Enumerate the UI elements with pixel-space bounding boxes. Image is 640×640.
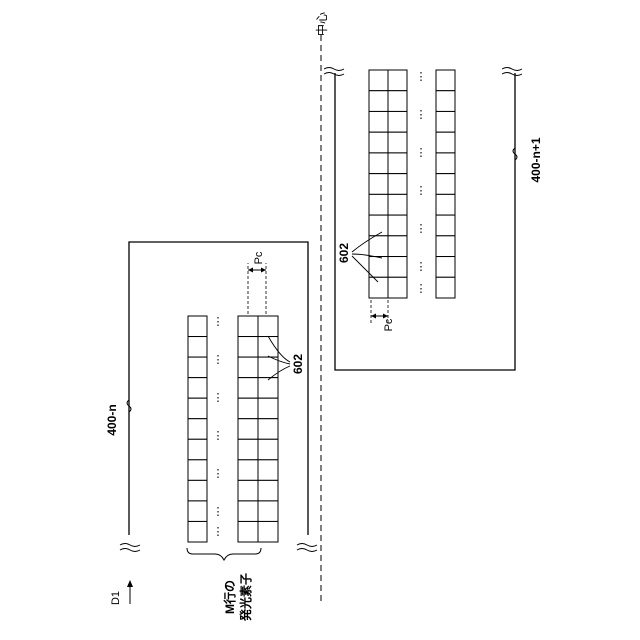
light-emitting-element (369, 132, 388, 153)
light-emitting-element (258, 378, 278, 399)
light-emitting-element (188, 357, 207, 378)
light-emitting-element (238, 398, 258, 419)
light-emitting-element (238, 357, 258, 378)
light-emitting-element (188, 398, 207, 419)
light-emitting-element (388, 257, 407, 278)
light-emitting-element (258, 439, 278, 460)
light-emitting-element (369, 194, 388, 215)
direction-arrow (127, 580, 133, 604)
svg-text:⋮: ⋮ (213, 354, 224, 366)
light-emitting-element (436, 132, 455, 153)
light-emitting-element (388, 194, 407, 215)
light-emitting-element (258, 501, 278, 522)
svg-text:⋮: ⋮ (416, 261, 427, 273)
light-emitting-element (258, 398, 278, 419)
light-emitting-element (369, 215, 388, 236)
light-emitting-element (369, 111, 388, 132)
light-emitting-element (388, 236, 407, 257)
light-emitting-element (436, 194, 455, 215)
svg-text:⋮: ⋮ (213, 526, 224, 538)
light-emitting-element (369, 257, 388, 278)
light-emitting-element (238, 480, 258, 501)
reference-602-left-label: 602 (291, 354, 305, 374)
light-emitting-element (436, 277, 455, 298)
light-emitting-element (369, 174, 388, 195)
light-emitting-element (369, 153, 388, 174)
svg-text:⋮: ⋮ (213, 430, 224, 442)
light-emitting-element (258, 460, 278, 481)
svg-text:⋮: ⋮ (213, 468, 224, 480)
element-column-right-single (436, 70, 455, 298)
light-emitting-element (388, 70, 407, 91)
svg-text:⋮: ⋮ (416, 147, 427, 159)
light-emitting-element (388, 111, 407, 132)
light-emitting-element (238, 439, 258, 460)
light-emitting-element (188, 419, 207, 440)
svg-text:⋮: ⋮ (416, 185, 427, 197)
reference-602-right-label: 602 (337, 243, 351, 263)
light-emitting-element (188, 521, 207, 542)
light-emitting-element (238, 501, 258, 522)
light-emitting-element (258, 316, 278, 337)
pitch-left-label: Pc (253, 251, 265, 264)
element-column-left-single (188, 316, 207, 542)
rows-label-line2: 発光素子 (238, 573, 253, 622)
svg-text:⋮: ⋮ (213, 392, 224, 404)
svg-text:⋮: ⋮ (416, 71, 427, 83)
direction-label: D1 (110, 591, 122, 605)
ellipsis-left: ⋮ ⋮ ⋮ ⋮ ⋮ ⋮ ⋮ (213, 316, 224, 538)
light-emitting-element (238, 419, 258, 440)
light-emitting-element (388, 132, 407, 153)
light-emitting-element (436, 111, 455, 132)
light-emitting-element (188, 439, 207, 460)
element-columns-left-double (238, 316, 278, 542)
light-emitting-element (188, 378, 207, 399)
light-emitting-element (388, 91, 407, 112)
rows-brace (187, 548, 261, 560)
light-emitting-element (188, 316, 207, 337)
light-emitting-element (388, 153, 407, 174)
light-emitting-element (388, 215, 407, 236)
svg-text:⋮: ⋮ (416, 109, 427, 121)
svg-text:⋮: ⋮ (213, 316, 224, 328)
light-emitting-element (388, 277, 407, 298)
light-emitting-element (238, 460, 258, 481)
ellipsis-right: ⋮ ⋮ ⋮ ⋮ ⋮ ⋮ ⋮ (416, 71, 427, 295)
light-emitting-element (238, 337, 258, 358)
light-emitting-element (369, 236, 388, 257)
svg-text:⋮: ⋮ (416, 223, 427, 235)
chip-left-label: 400-n (105, 404, 119, 435)
light-emitting-element (436, 257, 455, 278)
light-emitting-element (436, 91, 455, 112)
light-emitting-element (436, 70, 455, 91)
light-emitting-element (436, 236, 455, 257)
light-emitting-element (188, 480, 207, 501)
light-emitting-element (188, 337, 207, 358)
light-emitting-element (388, 174, 407, 195)
pitch-right-label: Pc (383, 318, 395, 331)
light-emitting-element (238, 316, 258, 337)
light-emitting-element (436, 215, 455, 236)
light-emitting-element (258, 480, 278, 501)
chip-right-label: 400-n+1 (529, 137, 543, 182)
light-emitting-element (188, 460, 207, 481)
element-columns-right-double (369, 70, 407, 298)
light-emitting-element (369, 277, 388, 298)
light-emitting-element (258, 521, 278, 542)
rows-label-line1: M行の (222, 580, 237, 614)
light-emitting-element (369, 91, 388, 112)
pitch-indicator-left (248, 263, 266, 314)
light-emitting-element (369, 70, 388, 91)
svg-text:⋮: ⋮ (416, 283, 427, 295)
svg-text:⋮: ⋮ (213, 506, 224, 518)
light-emitting-element (436, 153, 455, 174)
center-label: 中心 (314, 12, 329, 36)
light-emitting-element (188, 501, 207, 522)
light-emitting-element (238, 521, 258, 542)
light-emitting-element (238, 378, 258, 399)
light-emitting-element (258, 419, 278, 440)
light-emitting-element (436, 174, 455, 195)
